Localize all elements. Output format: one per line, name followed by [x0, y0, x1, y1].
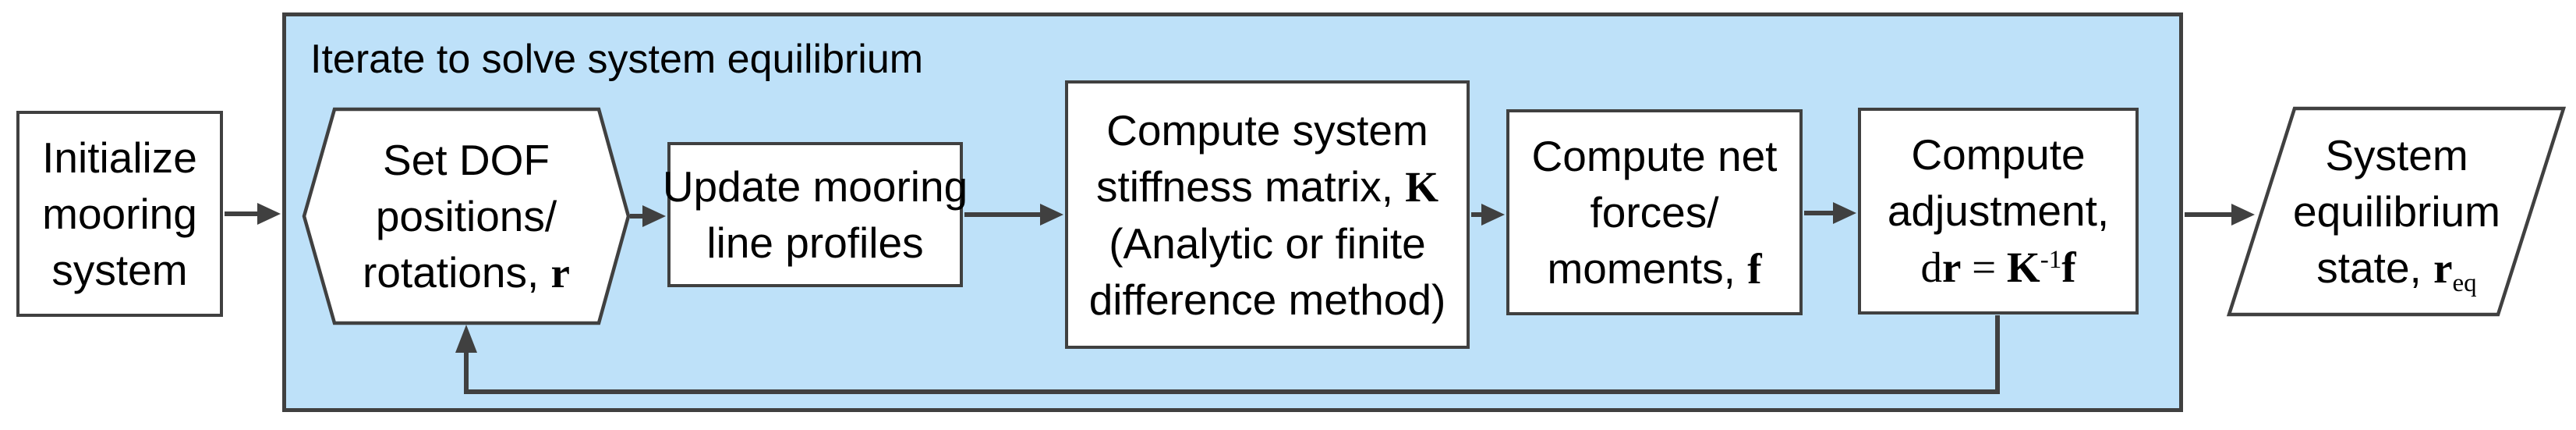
node-label-line: positions/	[375, 191, 557, 240]
math-symbol-r: r	[2433, 243, 2453, 292]
node-label-line: System	[2325, 130, 2468, 179]
node-compute-adjustment: Compute adjustment, dr = K-1f	[1858, 108, 2139, 315]
math-symbol-r: r	[1941, 243, 1962, 291]
arrow-loop-to-equilibrium	[2185, 204, 2255, 226]
superscript-inverse: -1	[2040, 245, 2062, 274]
node-label-line: Compute net	[1531, 131, 1778, 180]
node-label-line: stiffness matrix, K	[1095, 162, 1439, 211]
subscript-eq: eq	[2452, 269, 2477, 298]
node-update-mooring-line-profiles: Update mooring line profiles	[663, 142, 968, 287]
node-label-line: moments, f	[1547, 243, 1762, 293]
node-label-line: adjustment,	[1887, 187, 2110, 235]
node-label-line: (Analytic or finite	[1109, 219, 1426, 268]
node-label-line: equilibrium	[2293, 187, 2500, 236]
node-label-equation: dr = K-1f	[1920, 243, 2076, 291]
node-label-line: difference method)	[1088, 275, 1446, 324]
loop-title: Iterate to solve system equilibrium	[310, 37, 924, 82]
node-set-dof: Set DOF positions/ rotations, r	[320, 109, 613, 323]
math-symbol-f: f	[1747, 244, 1762, 293]
node-label-line: line profiles	[706, 219, 924, 267]
node-compute-stiffness-matrix: Compute system stiffness matrix, K (Anal…	[1065, 80, 1470, 349]
node-label-line: system	[51, 246, 188, 294]
node-label-line: Update mooring	[662, 162, 968, 211]
node-system-equilibrium-state: System equilibrium state, req	[2261, 108, 2532, 315]
node-initialize-mooring-system: Initialize mooring system	[16, 111, 223, 317]
node-label-line: state, req	[2316, 243, 2477, 298]
node-label-line: Set DOF	[383, 135, 550, 184]
math-symbol-K: K	[1405, 162, 1439, 211]
math-symbol-r: r	[550, 248, 570, 297]
node-label-line: Initialize	[42, 133, 197, 182]
node-label-line: forces/	[1590, 187, 1719, 236]
arrow-initialize-to-loop	[225, 203, 281, 225]
node-label-line: Compute system	[1106, 105, 1428, 155]
math-symbol-f: f	[2061, 243, 2076, 291]
node-label-line: mooring	[42, 190, 197, 238]
node-label-line: Compute	[1911, 130, 2086, 179]
math-symbol-K: K	[2006, 243, 2040, 291]
node-compute-net-forces: Compute net forces/ moments, f	[1506, 109, 1803, 315]
node-label-line: rotations, r	[363, 247, 570, 297]
